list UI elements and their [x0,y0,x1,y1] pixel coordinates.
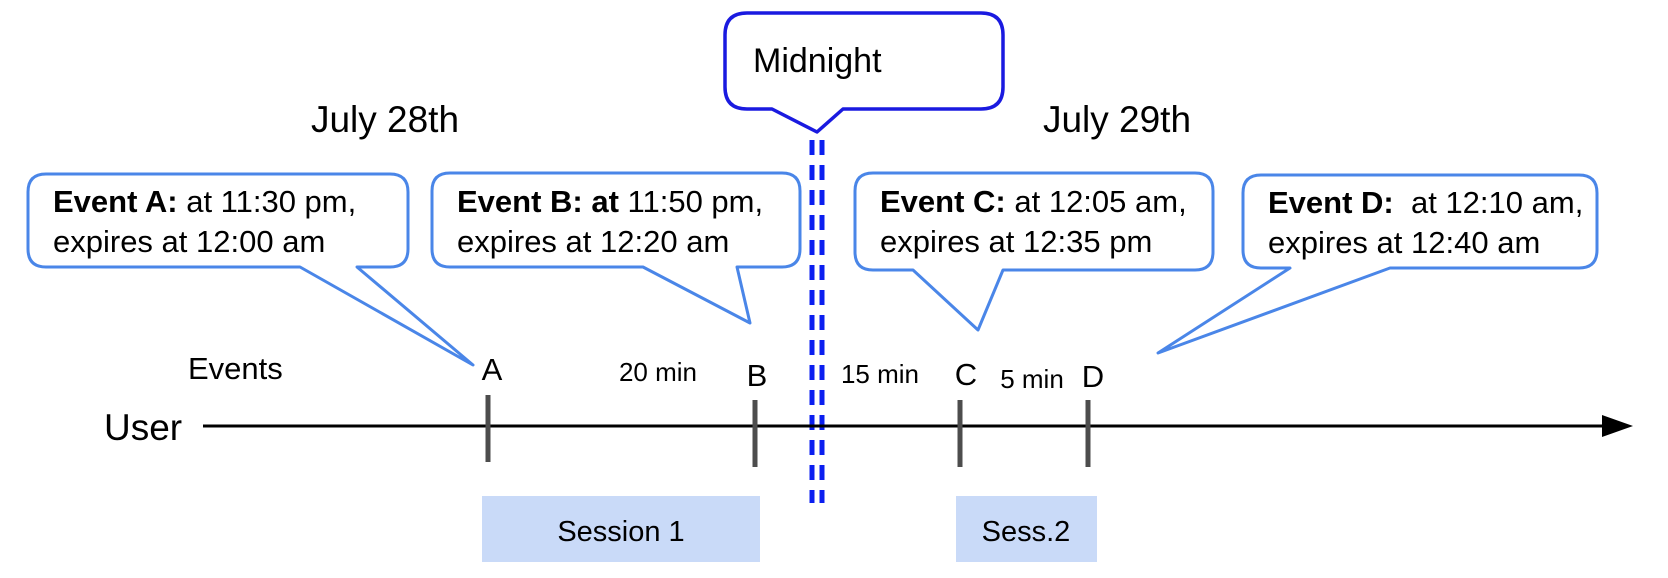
events-axis-label: Events [188,351,283,386]
event-b-bubble [430,171,802,325]
midnight-label: Midnight [753,42,882,80]
event-a-bold: Event A: [53,184,178,219]
event-d-bold: Event D: [1268,185,1394,220]
event-c-bubble [853,171,1215,332]
date-right-label: July 29th [1043,99,1191,140]
event-a-text-line2: expires at 12:00 am [53,224,325,259]
session-2-label: Sess.2 [982,516,1071,548]
event-c-bold: Event C: [880,184,1006,219]
event-d-bubble [1156,173,1599,355]
event-c-rest: at 12:05 am, [1006,184,1187,219]
tick-label-d: D [1082,359,1104,394]
event-c-text-line1: Event C: at 12:05 am, [880,184,1187,219]
event-b-bold: Event B: at [457,184,619,219]
event-a-rest: at 11:30 pm, [178,184,357,219]
event-d-rest: at 12:10 am, [1394,185,1584,220]
tick-label-b: B [747,358,768,393]
event-b-text-line1: Event B: at 11:50 pm, [457,184,763,219]
event-b-text-line2: expires at 12:20 am [457,224,729,259]
event-a-bubble [26,172,475,367]
session-1-box [482,496,760,562]
event-c-text-line2: expires at 12:35 pm [880,224,1152,259]
event-d-text-line2: expires at 12:40 am [1268,225,1540,260]
tick-label-a: A [482,352,503,387]
tick-label-c: C [955,357,977,392]
event-a-text-line1: Event A: at 11:30 pm, [53,184,356,219]
interval-label-b-c: 15 min [841,359,919,389]
session-2-box [956,496,1097,562]
event-b-rest: 11:50 pm, [619,184,763,219]
date-left-label: July 28th [311,99,459,140]
timeline-arrowhead-icon [1602,415,1633,437]
interval-label-a-b: 20 min [619,357,697,387]
session-1-label: Session 1 [557,516,684,548]
interval-label-c-d: 5 min [1000,364,1064,394]
user-label: User [104,407,182,448]
midnight-bubble [723,11,1005,134]
event-d-text-line1: Event D: at 12:10 am, [1268,185,1583,220]
